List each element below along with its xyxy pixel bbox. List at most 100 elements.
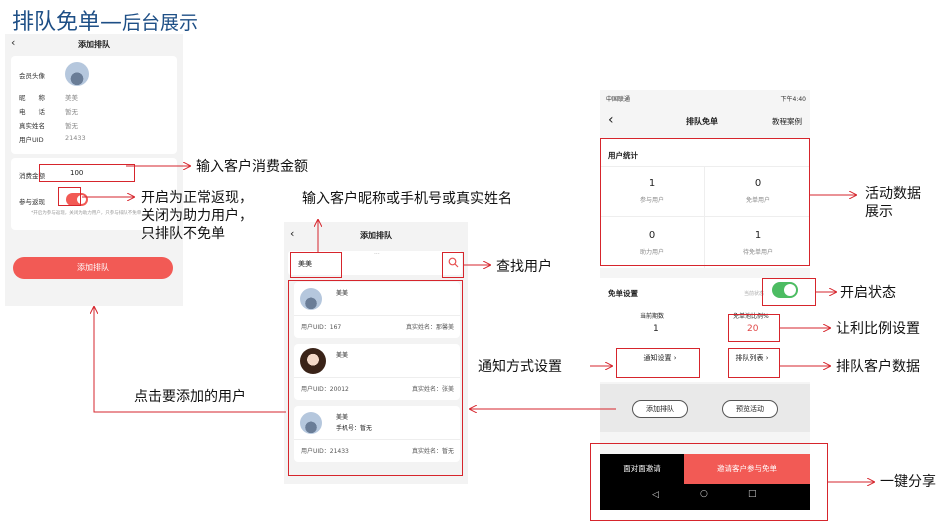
- nav-recent-icon[interactable]: □: [748, 489, 757, 499]
- highlight-box-stats: [600, 138, 810, 266]
- add-queue-button[interactable]: 添加排队: [13, 257, 173, 279]
- highlight-box-queue-list: [728, 348, 780, 378]
- page-title: 排队免单—后台展示: [12, 10, 199, 35]
- user-uid: 用户UID：167: [301, 324, 342, 331]
- back-icon[interactable]: ‹: [290, 227, 295, 240]
- divider: [600, 216, 810, 217]
- middle-phone-screen: ‹ 添加排队 美美 ... 美美 用户UID：167 真实姓名：那馨美 美美 用…: [284, 222, 468, 484]
- annotation-ratio: 让利比例设置: [836, 321, 920, 337]
- user-card[interactable]: 美美 用户UID：20012 真实姓名：张美: [294, 344, 460, 400]
- highlight-box-toggle-green: [762, 278, 816, 306]
- divider: [294, 315, 460, 316]
- stats-card: 用户统计 1 参与用户 0 免单用户 0 助力用户 1 待免单用户: [600, 138, 810, 268]
- highlight-box-users: [288, 280, 463, 476]
- amount-input[interactable]: 100: [39, 164, 135, 182]
- face-to-face-invite-button[interactable]: 面对面邀请: [600, 454, 684, 484]
- rebate-toggle[interactable]: [66, 193, 88, 206]
- middle-phone-title: 添加排队: [360, 231, 392, 240]
- stat-label: 免单用户: [745, 197, 770, 204]
- user-phone: 手机号：暂无: [336, 425, 373, 432]
- divider: [704, 166, 705, 268]
- add-queue-button[interactable]: 添加排队: [632, 400, 688, 418]
- stat-participants: 1 参与用户: [600, 178, 704, 204]
- nav-bar: ‹ 排队免单 教程案例: [600, 110, 810, 132]
- uid-label: 用户UID: [19, 136, 44, 144]
- user-card[interactable]: 美美 用户UID：167 真实姓名：那馨美: [294, 282, 460, 338]
- member-info-card: 会员头像 昵 称 美美 电 话 暂无 真实姓名 暂无 用户UID 21433: [11, 56, 177, 154]
- annotation-queue-data: 排队客户数据: [836, 359, 920, 375]
- stats-title: 用户统计: [608, 151, 638, 160]
- divider: [294, 439, 460, 440]
- user-name: 美美: [336, 290, 349, 297]
- amount-input-value: 100: [70, 169, 84, 177]
- notify-settings-button[interactable]: 通知设置 ›: [643, 354, 677, 362]
- highlight-box-search: [290, 252, 342, 278]
- divider: [600, 166, 810, 167]
- ratio-label: 免单池比例%: [733, 313, 769, 320]
- ratio-input[interactable]: 20: [747, 324, 759, 334]
- stat-label: 待免单用户: [742, 249, 773, 256]
- user-name: 美美: [336, 414, 349, 421]
- preview-activity-button[interactable]: 预览活动: [722, 400, 778, 418]
- back-icon[interactable]: ‹: [608, 112, 614, 128]
- annotation-notify: 通知方式设置: [478, 359, 562, 375]
- stat-number: 0: [754, 178, 762, 189]
- status-toggle[interactable]: [772, 282, 798, 298]
- highlight-box-ratio: [728, 314, 780, 342]
- user-realname: 真实姓名：暂无: [411, 448, 454, 455]
- user-card[interactable]: 美美 手机号：暂无 用户UID：21433 真实姓名：暂无: [294, 406, 460, 462]
- user-uid: 用户UID：20012: [301, 386, 349, 393]
- settings-title: 免单设置: [608, 289, 638, 298]
- phone-value: 暂无: [65, 108, 78, 116]
- stat-label: 参与用户: [639, 197, 664, 204]
- search-input[interactable]: 美美: [298, 260, 312, 268]
- nav-home-icon[interactable]: ○: [700, 489, 708, 499]
- avatar-label: 会员头像: [19, 72, 45, 80]
- annotation-share: 一键分享: [880, 474, 936, 490]
- nav-back-icon[interactable]: ◁: [652, 490, 659, 500]
- tutorial-link[interactable]: 教程案例: [772, 117, 802, 126]
- carrier-text: 中国联通: [606, 96, 631, 103]
- user-uid: 用户UID：21433: [301, 448, 349, 455]
- nickname-value: 美美: [65, 94, 78, 102]
- annotation-amount: 输入客户消费金额: [196, 159, 308, 175]
- back-icon[interactable]: ‹: [11, 36, 16, 49]
- phone-label: 电 话: [19, 108, 45, 116]
- left-phone-header: ‹ 添加排队: [5, 34, 183, 56]
- user-realname: 真实姓名：那馨美: [405, 324, 454, 331]
- highlight-box-search-icon: [442, 252, 464, 278]
- uid-value: 21433: [65, 134, 86, 142]
- period-label: 当前期数: [640, 313, 665, 320]
- rebate-hint: *开启为参与返现，关闭为助力用户，只参与排队不免单: [31, 211, 142, 216]
- highlight-box-toggle: [58, 187, 81, 206]
- annotation-open-status: 开启状态: [840, 285, 896, 301]
- search-dots: ...: [374, 249, 380, 256]
- nickname-label: 昵 称: [19, 94, 45, 102]
- search-bar[interactable]: 美美 ...: [288, 249, 462, 275]
- annotation-click-user: 点击要添加的用户: [134, 389, 246, 405]
- search-icon[interactable]: [448, 257, 459, 268]
- realname-value: 暂无: [65, 122, 78, 130]
- queue-list-button[interactable]: 排队列表 ›: [735, 354, 769, 362]
- stat-number: 0: [648, 230, 656, 241]
- avatar: [300, 348, 326, 374]
- stat-number: 1: [754, 230, 762, 241]
- invite-customer-button[interactable]: 邀请客户参与免单: [684, 454, 810, 484]
- realname-label: 真实姓名: [19, 122, 45, 130]
- android-nav-bar: ◁ ○ □: [600, 484, 810, 510]
- user-name: 美美: [336, 352, 349, 359]
- period-value: 1: [653, 324, 659, 334]
- amount-card: 消费金额 100 参与返现 *开启为参与返现，关闭为助力用户，只参与排队不免单: [11, 158, 177, 230]
- avatar: [65, 62, 89, 86]
- stat-waiting: 1 待免单用户: [706, 230, 810, 256]
- annotation-rebate: 开启为正常返现， 关闭为助力用户， 只排队不免单: [141, 190, 253, 242]
- stat-label: 助力用户: [639, 249, 664, 256]
- clock-text: 下午4:40: [780, 96, 806, 103]
- highlight-box-share: [590, 443, 828, 521]
- stat-free-users: 0 免单用户: [706, 178, 810, 204]
- nav-title: 排队免单: [686, 117, 718, 126]
- left-phone-screen: ‹ 添加排队 会员头像 昵 称 美美 电 话 暂无 真实姓名 暂无 用户UID …: [5, 34, 183, 306]
- highlight-box-notify: [616, 348, 700, 378]
- divider: [294, 377, 460, 378]
